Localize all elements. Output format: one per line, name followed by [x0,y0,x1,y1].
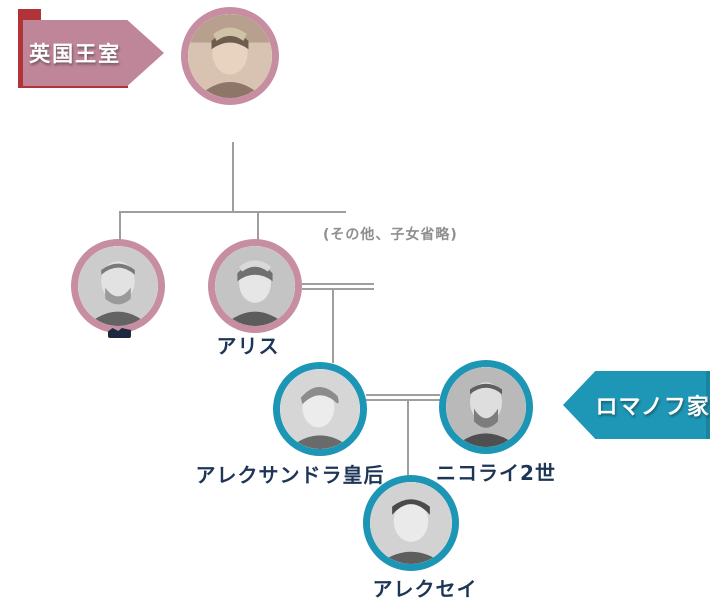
uk-royal-family-banner: 英国王室 [18,9,164,89]
banner-fold-decoration [18,85,128,88]
connector-alexandra-drop [332,290,334,363]
marriage-line-alexandra-nicholas [366,394,440,401]
edward-label-fragment [108,328,131,338]
connector-victoria-down [232,142,234,212]
edward-portrait [71,239,165,333]
marriage-line-alice [302,283,374,290]
connector-edward-drop [119,211,121,241]
alice-label: アリス [216,334,280,358]
alexei-label: アレクセイ [372,577,478,601]
connector-alice-drop [257,211,259,241]
alexandra-portrait [273,362,367,456]
alice-photo [215,246,295,326]
uk-banner-label: 英国王室 [29,42,122,66]
edward-photo [78,246,158,326]
nicholas-photo [446,367,526,447]
banner-edge-shade [706,371,710,439]
nicholas-label: ニコライ2世 [436,461,556,485]
connector-children-horizontal [119,211,346,213]
romanov-family-banner: ロマノフ家 [563,371,710,439]
alexei-portrait [363,475,459,571]
alexandra-photo [280,369,360,449]
children-omitted-note: (その他、子女省略) [323,227,458,243]
uk-banner-arrow: 英国王室 [23,20,164,86]
victoria-photo [188,14,272,98]
connector-alexei-drop [407,401,409,476]
alice-portrait [208,239,302,333]
banner-fold-decoration [18,9,23,88]
alexandra-label: アレクサンドラ皇后 [195,463,385,487]
nicholas-portrait [439,360,533,454]
victoria-portrait [181,7,279,105]
romanov-banner-label: ロマノフ家 [595,395,710,420]
banner-fold-decoration [18,9,41,21]
alexei-photo [370,482,452,564]
